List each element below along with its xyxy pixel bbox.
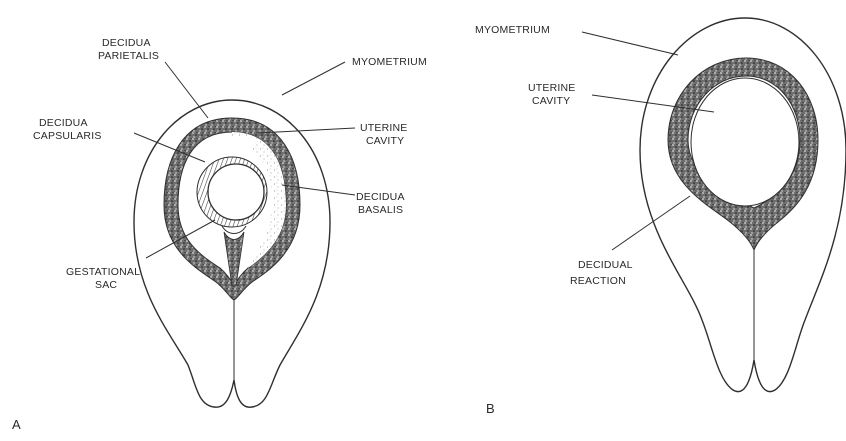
uterine-cavity-b xyxy=(691,78,799,206)
label-decidua-basalis: DECIDUA BASALIS xyxy=(356,191,407,216)
label-gestational-sac: GESTATIONAL SAC xyxy=(66,266,143,291)
leader-myometrium-b xyxy=(582,32,678,55)
diagram-b: MYOMETRIUM UTERINE CAVITY DECIDUAL REACT… xyxy=(475,18,846,416)
leader-myometrium-a xyxy=(282,62,345,95)
label-myometrium-a: MYOMETRIUM xyxy=(352,56,427,68)
label-decidual-reaction: DECIDUAL REACTION xyxy=(570,259,635,287)
label-myometrium-b: MYOMETRIUM xyxy=(475,24,550,36)
gestational-sac xyxy=(208,164,264,220)
panel-label-a: A xyxy=(12,417,21,432)
label-decidua-parietalis: DECIDUA PARIETALIS xyxy=(98,37,159,62)
label-uterine-cavity-a: UTERINE CAVITY xyxy=(360,122,411,147)
diagram-a: DECIDUA PARIETALIS MYOMETRIUM DECIDUA CA… xyxy=(12,37,427,432)
panel-label-b: B xyxy=(486,401,495,416)
label-uterine-cavity-b: UTERINE CAVITY xyxy=(528,82,579,107)
leader-decidua-parietalis xyxy=(165,62,208,118)
label-decidua-capsularis: DECIDUA CAPSULARIS xyxy=(33,117,102,142)
